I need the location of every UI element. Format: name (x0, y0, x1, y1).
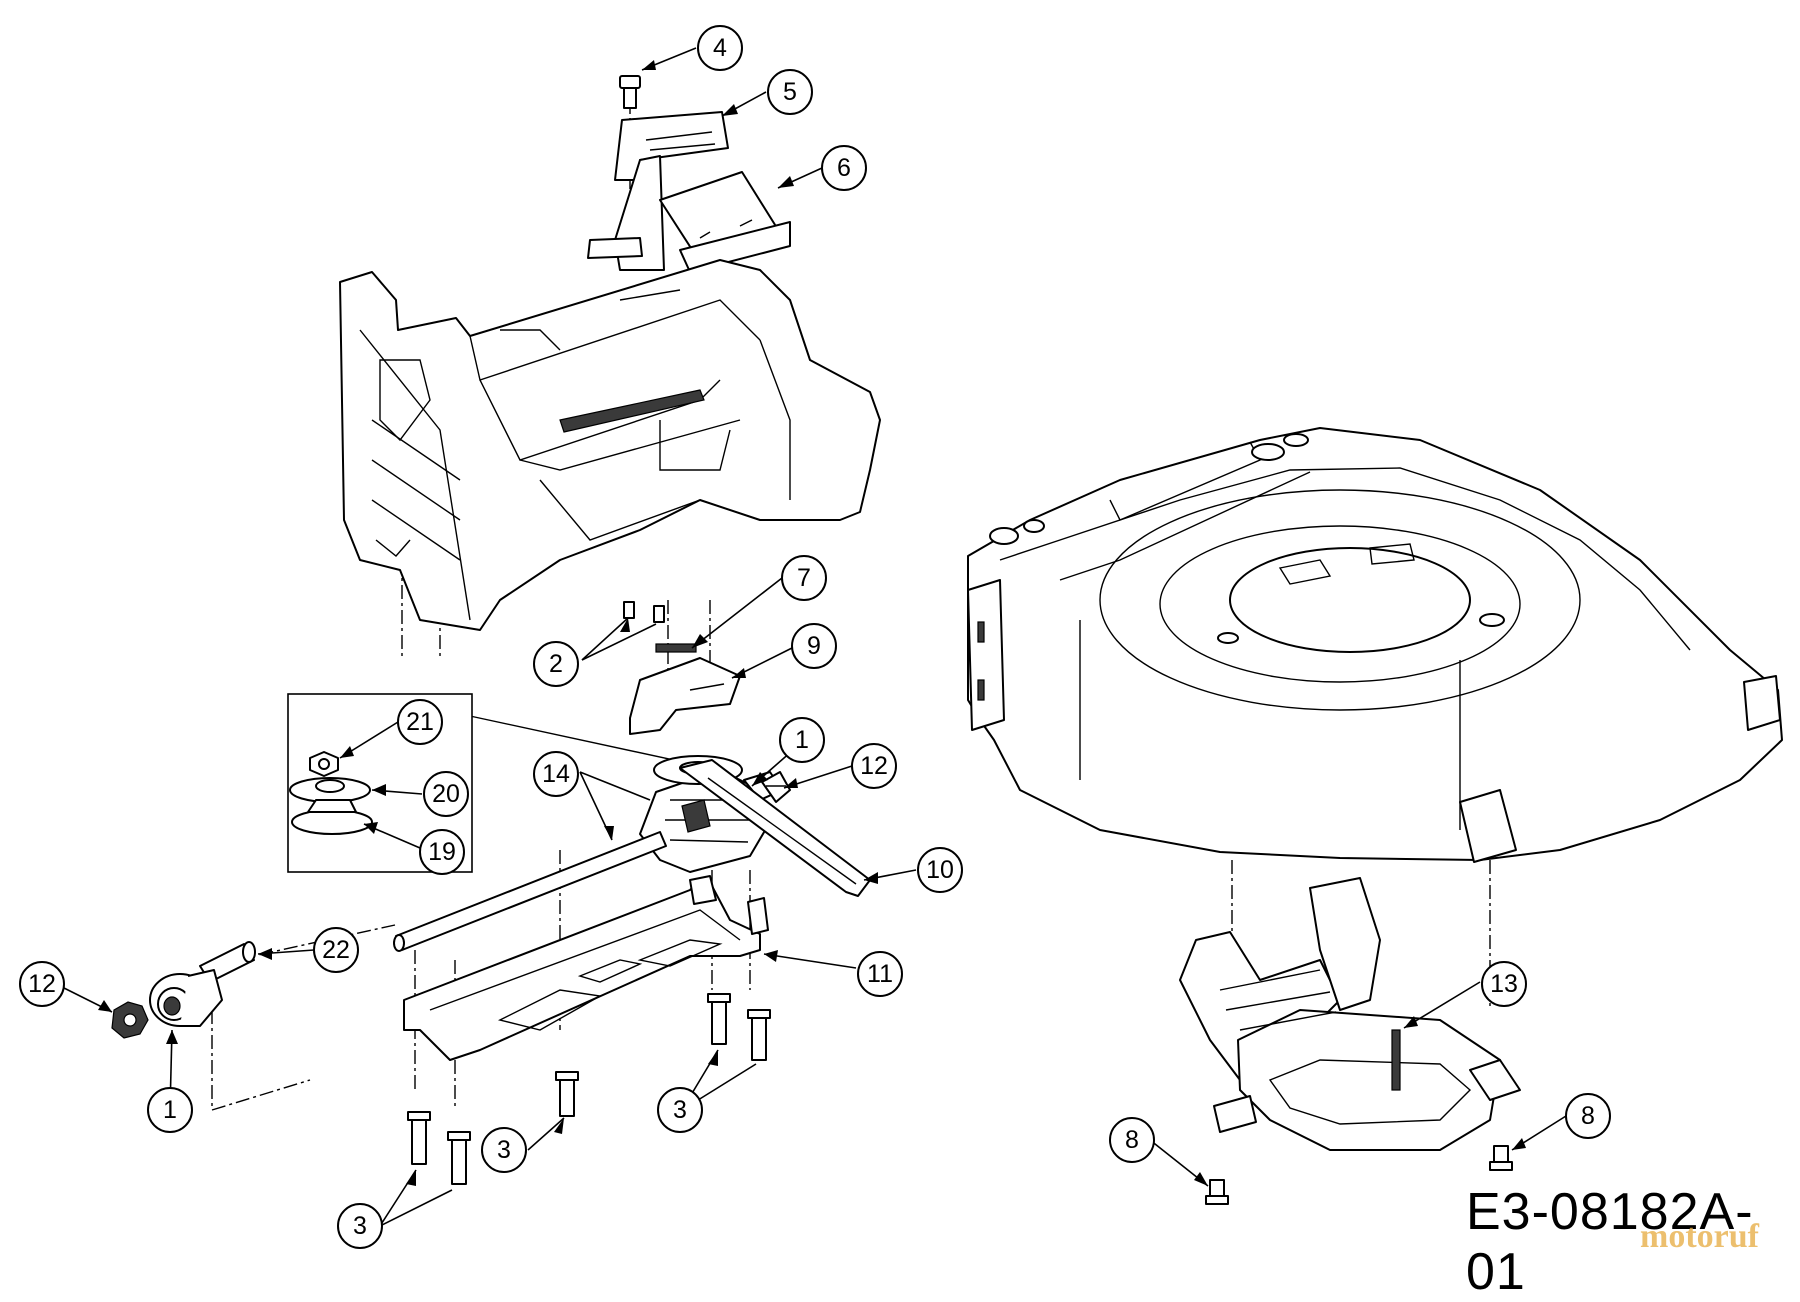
svg-text:3: 3 (353, 1212, 367, 1240)
watermark-logo: motoruf (1640, 1218, 1759, 1255)
callout-8-left: 8 (1109, 1117, 1155, 1163)
axle-shaft (393, 831, 667, 952)
callout-8-right: 8 (1565, 1093, 1611, 1139)
spring-part-7 (655, 643, 697, 653)
callout-3-middle: 3 (481, 1127, 527, 1173)
pulley-half-part-19 (291, 799, 373, 835)
svg-text:1: 1 (795, 726, 809, 754)
callout-12-bottom: 12 (19, 961, 65, 1007)
bushing-part-1 (149, 969, 223, 1027)
callout-3-right: 3 (657, 1087, 703, 1133)
cover-part-5 (587, 111, 729, 271)
cover-part-6 (659, 171, 791, 273)
callout-1-top: 1 (779, 717, 825, 763)
svg-text:10: 10 (926, 856, 954, 884)
svg-text:8: 8 (1581, 1102, 1595, 1130)
callout-21: 21 (397, 699, 443, 745)
gear-part-12-bottom (111, 1001, 149, 1039)
callout-20: 20 (423, 771, 469, 817)
svg-text:3: 3 (673, 1096, 687, 1124)
callout-12-top: 12 (851, 743, 897, 789)
callout-10: 10 (917, 847, 963, 893)
svg-text:11: 11 (867, 960, 893, 988)
svg-text:7: 7 (797, 564, 811, 592)
callout-3-left: 3 (337, 1203, 383, 1249)
callout-5: 5 (767, 69, 813, 115)
bolt-part-4 (619, 75, 641, 109)
screws-part-8 (1205, 1145, 1513, 1205)
svg-text:2: 2 (549, 650, 563, 678)
callout-1-bottom: 1 (147, 1087, 193, 1133)
svg-text:9: 9 (807, 632, 821, 660)
base-plate-part-11 (403, 875, 769, 1061)
callout-19: 19 (419, 829, 465, 875)
exploded-parts-diagram: 4 5 6 7 2 9 21 20 19 1 12 14 10 22 12 11… (19, 25, 1783, 1249)
svg-text:13: 13 (1490, 970, 1518, 998)
svg-text:12: 12 (28, 970, 56, 998)
svg-text:22: 22 (322, 936, 350, 964)
svg-text:12: 12 (860, 752, 888, 780)
svg-text:14: 14 (542, 760, 570, 788)
callout-22: 22 (313, 927, 359, 973)
nut-part-21 (309, 751, 339, 777)
bolts-part-3 (407, 993, 771, 1185)
callout-2: 2 (533, 641, 579, 687)
svg-text:4: 4 (713, 34, 727, 62)
callout-6: 6 (821, 145, 867, 191)
callout-9: 9 (791, 623, 837, 669)
svg-text:19: 19 (428, 838, 456, 866)
svg-text:1: 1 (163, 1096, 177, 1124)
svg-text:8: 8 (1125, 1126, 1139, 1154)
svg-text:6: 6 (837, 154, 851, 182)
gear-part-12-top (761, 771, 791, 803)
belt-part-10 (679, 759, 871, 897)
callout-14: 14 (533, 751, 579, 797)
callout-4: 4 (697, 25, 743, 71)
chute-part-13 (1179, 877, 1521, 1151)
svg-text:20: 20 (432, 780, 460, 808)
svg-text:21: 21 (406, 708, 434, 736)
callout-13: 13 (1481, 961, 1527, 1007)
svg-text:3: 3 (497, 1136, 511, 1164)
bracket-part-9 (629, 657, 741, 735)
callout-7: 7 (781, 555, 827, 601)
pulley-half-part-20 (289, 777, 371, 803)
rear-housing (339, 259, 881, 631)
mower-deck (967, 427, 1783, 863)
svg-text:5: 5 (783, 78, 797, 106)
callout-11: 11 (857, 951, 903, 997)
screws-part-2 (623, 601, 665, 623)
